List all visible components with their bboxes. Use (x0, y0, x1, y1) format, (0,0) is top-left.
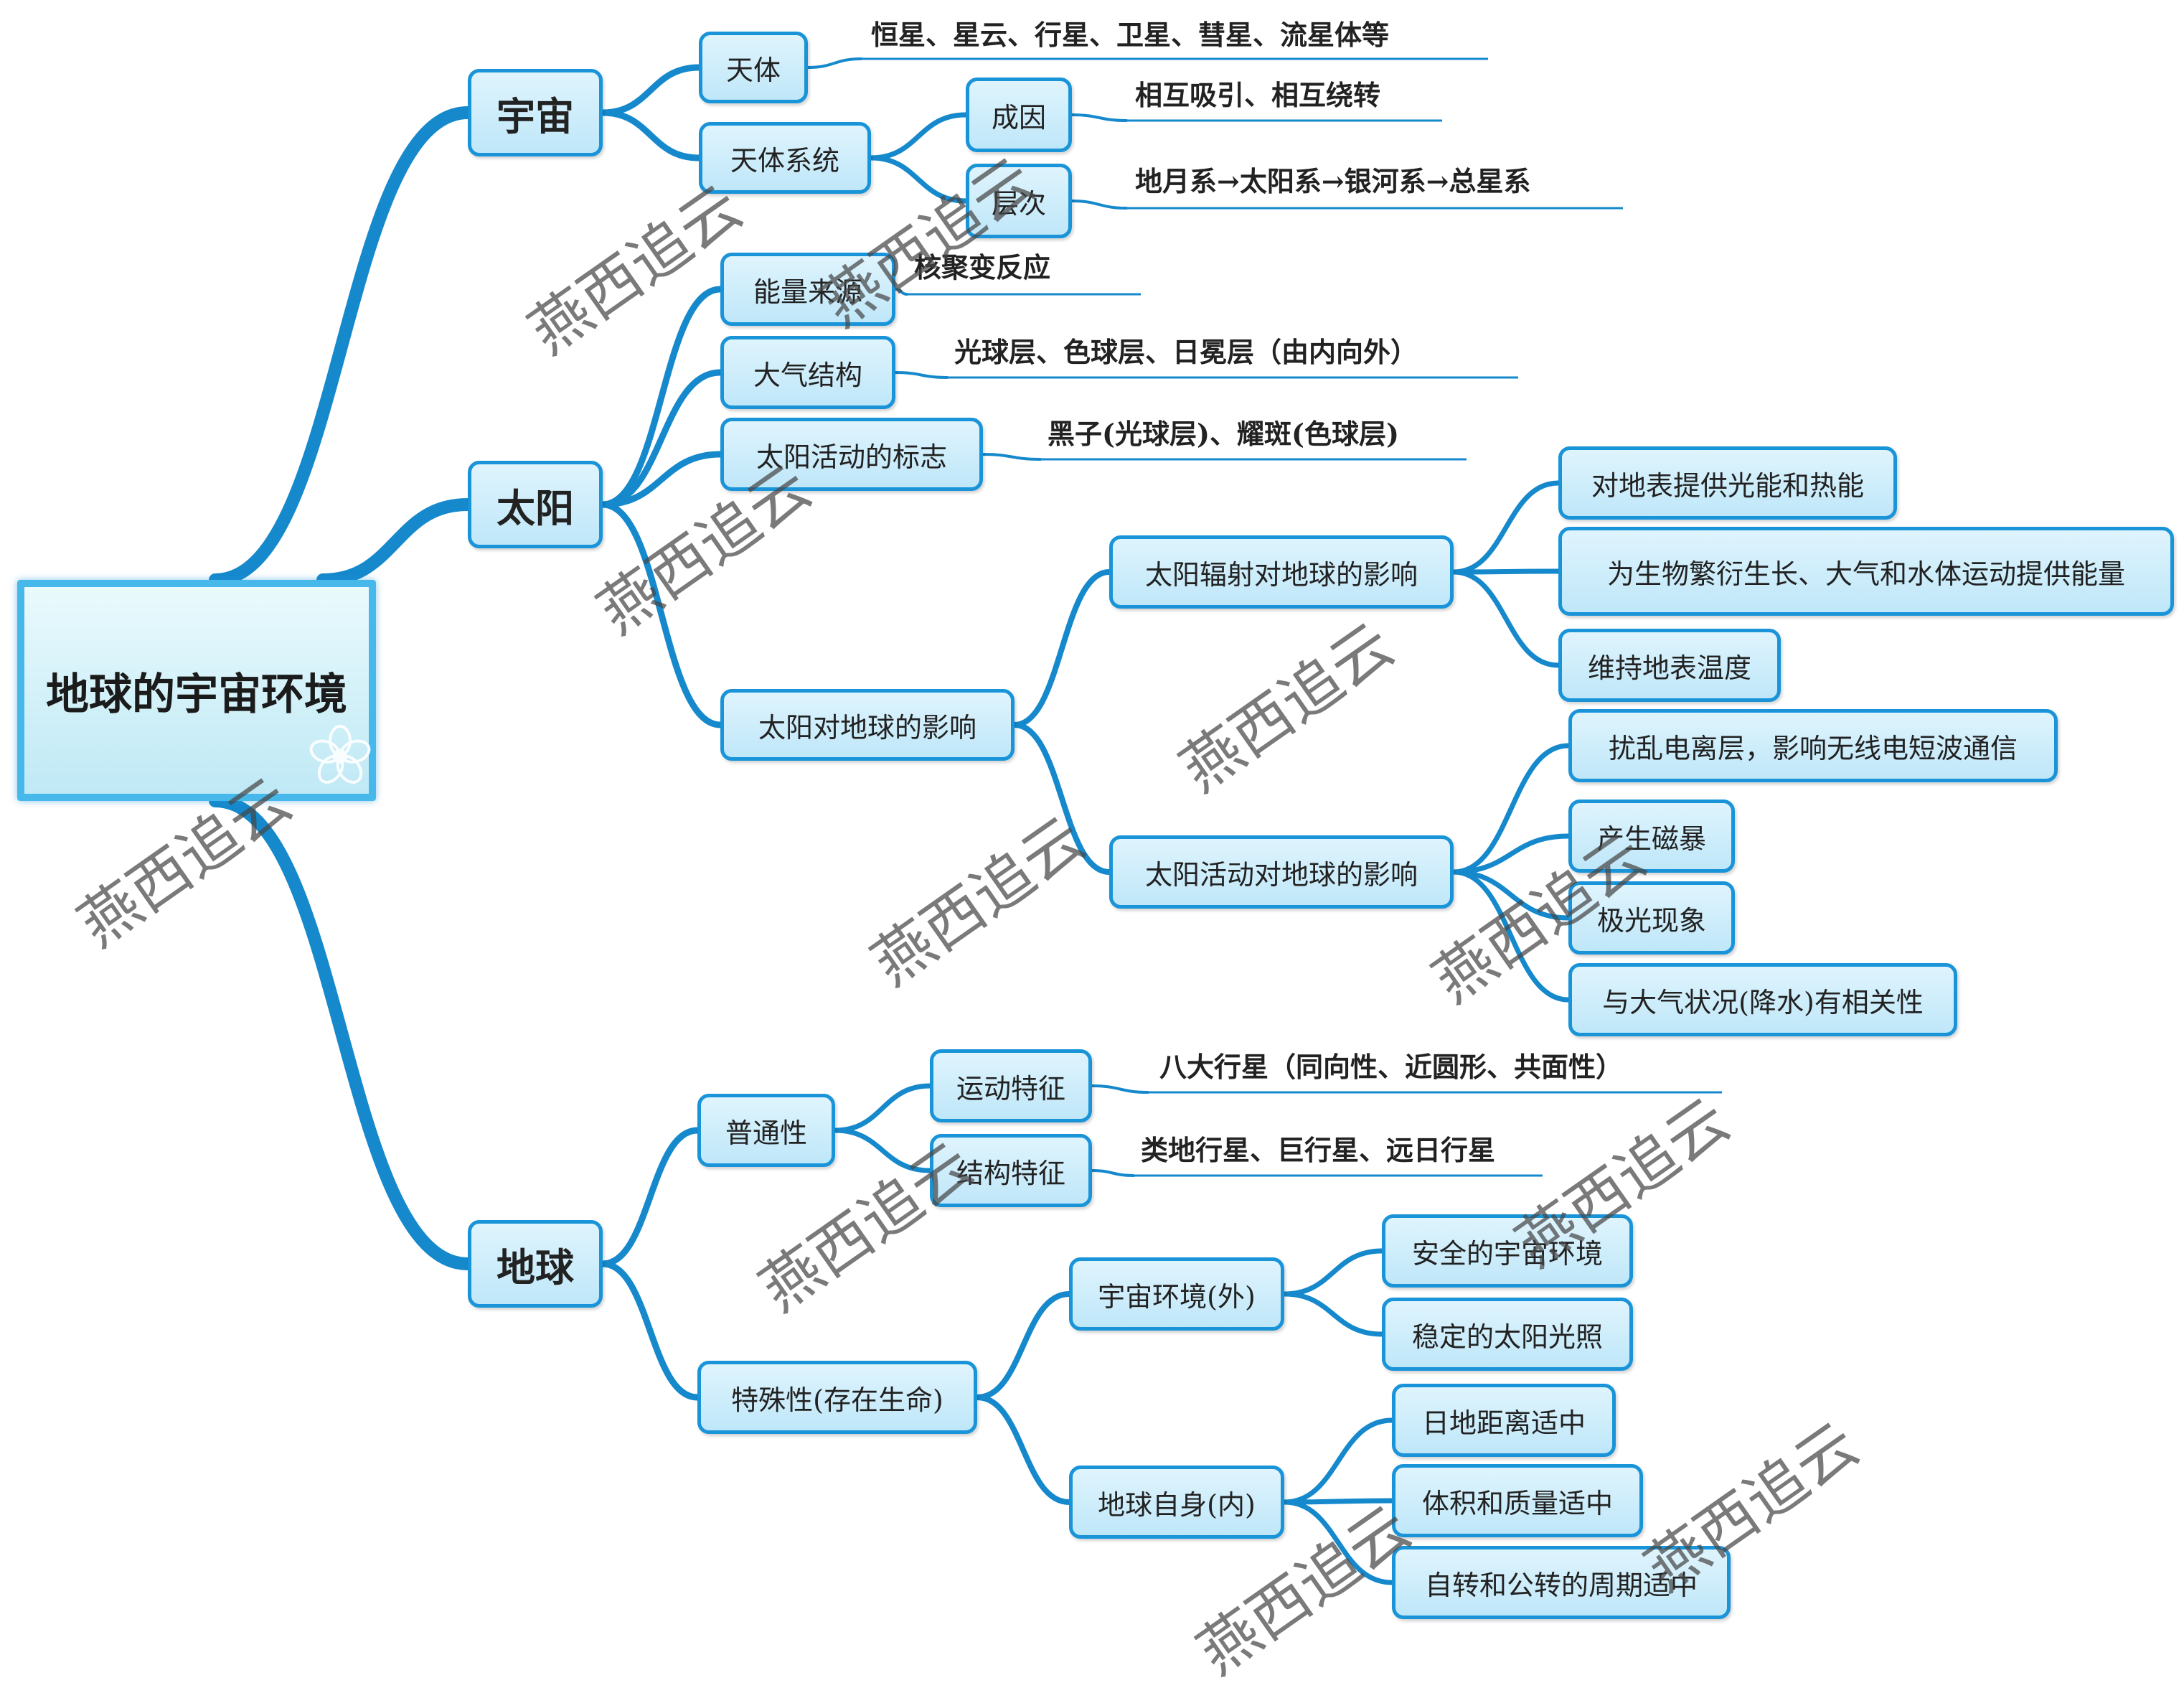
flower-icon (304, 721, 376, 792)
root-link-yuzhou (209, 106, 474, 586)
node-nei-1: 日地距离适中 (1392, 1384, 1616, 1457)
node-fushe: 太阳辐射对地球的影响 (1109, 535, 1454, 609)
node-fushe-2: 为生物繁衍生长、大气和水体运动提供能量 (1558, 527, 2174, 616)
node-jiegou: 结构特征 (930, 1134, 1092, 1207)
connector-line (806, 57, 862, 69)
connector-line (1070, 200, 1128, 210)
root-link-diqiu (209, 794, 474, 1270)
connector-line (599, 369, 724, 508)
node-daqi-jiegou: 大气结构 (720, 336, 895, 409)
connector-line (894, 371, 949, 379)
node-diqiu: 地球 (468, 1220, 603, 1308)
connector-line (599, 1127, 701, 1267)
node-huodong-biaozhi: 太阳活动的标志 (720, 418, 983, 491)
connector-line (1451, 869, 1571, 1003)
node-zishen-nei: 地球自身(内) (1069, 1466, 1284, 1539)
note-nengliang: 核聚变反应 (914, 251, 1051, 283)
node-wai-1: 安全的宇宙环境 (1382, 1214, 1633, 1288)
note-jiegou: 类地行星、巨行星、远日行星 (1141, 1134, 1496, 1166)
connector-line (1012, 722, 1112, 875)
node-nengliang: 能量来源 (720, 253, 895, 326)
note-daqi-jiegou: 光球层、色球层、日冕层（由内向外） (954, 336, 1418, 368)
connector-line (1451, 569, 1561, 668)
connector-line (974, 1394, 1072, 1505)
connector-line (894, 288, 908, 296)
connector-line (868, 155, 969, 204)
mind-map: 地球的宇宙环境 宇宙 太阳 地球 天体 天体系统 成因 层次 能量来源 大气结构… (17, 19, 2174, 1688)
note-underlines (861, 57, 1722, 1177)
connector-line (974, 1291, 1072, 1400)
node-yundong: 运动特征 (930, 1049, 1092, 1122)
connector-line (1451, 833, 1571, 875)
node-cengci: 层次 (966, 164, 1072, 238)
root-node: 地球的宇宙环境 (17, 580, 376, 801)
node-huodong-1: 扰乱电离层，影响无线电短波通信 (1568, 709, 2058, 782)
connector-line (599, 501, 724, 728)
root-link-taiyang (316, 498, 474, 586)
node-huodong-2: 产生磁暴 (1568, 800, 1735, 873)
connector-line (599, 1260, 701, 1401)
node-yuzhou: 宇宙 (468, 69, 603, 156)
node-taiyang: 太阳 (468, 461, 603, 548)
node-putong: 普通性 (697, 1094, 835, 1167)
node-nei-2: 体积和质量适中 (1392, 1464, 1643, 1537)
connector-line (599, 451, 724, 508)
connector-line (1281, 1248, 1385, 1297)
connector-line (1281, 1291, 1385, 1337)
connector-line (599, 109, 702, 161)
node-tianti: 天体 (699, 32, 808, 103)
connector-line (832, 1083, 933, 1133)
node-huodong-4: 与大气状况(降水)有相关性 (1568, 963, 1957, 1036)
note-tianti: 恒星、星云、行星、卫星、彗星、流星体等 (871, 19, 1390, 51)
node-huodong: 太阳活动对地球的影响 (1109, 835, 1454, 909)
connector-line (1281, 1498, 1395, 1505)
connector-line (868, 112, 969, 161)
connector-line (1091, 1169, 1135, 1177)
node-teshu: 特殊性(存在生命) (697, 1361, 977, 1434)
node-fushe-3: 维持地表温度 (1558, 629, 1781, 702)
note-yundong: 八大行星（同向性、近圆形、共面性） (1159, 1051, 1624, 1083)
connector-line (1451, 480, 1561, 575)
node-taiyang-yingxiang: 太阳对地球的影响 (720, 689, 1015, 761)
note-huodong-biaozhi: 黑子(光球层)、耀斑(色球层) (1048, 418, 1399, 450)
node-wai-2: 稳定的太阳光照 (1382, 1298, 1633, 1371)
connector-line (1451, 568, 1561, 575)
connector-line (1451, 869, 1571, 921)
connector-line (1070, 113, 1128, 122)
node-tianti-xitong: 天体系统 (699, 122, 871, 194)
node-fushe-1: 对地表提供光能和热能 (1558, 446, 1897, 520)
node-huanjing-wai: 宇宙环境(外) (1069, 1257, 1284, 1331)
node-nei-3: 自转和公转的周期适中 (1392, 1546, 1731, 1619)
node-huodong-3: 极光现象 (1568, 881, 1735, 955)
connector-line (832, 1127, 933, 1173)
connector-line (1281, 1499, 1395, 1585)
connector-line (1012, 569, 1112, 728)
node-chengyin: 成因 (966, 78, 1072, 152)
note-cengci: 地月系→太阳系→银河系→总星系 (1135, 165, 1531, 197)
note-chengyin: 相互吸引、相互绕转 (1135, 79, 1381, 111)
connector-line (982, 453, 1042, 461)
connector-line (599, 64, 702, 116)
connector-line (1091, 1084, 1149, 1094)
connector-line (1281, 1417, 1395, 1505)
connector-lines (209, 57, 1571, 1585)
connector-line (599, 286, 724, 508)
connector-line (1451, 743, 1571, 875)
